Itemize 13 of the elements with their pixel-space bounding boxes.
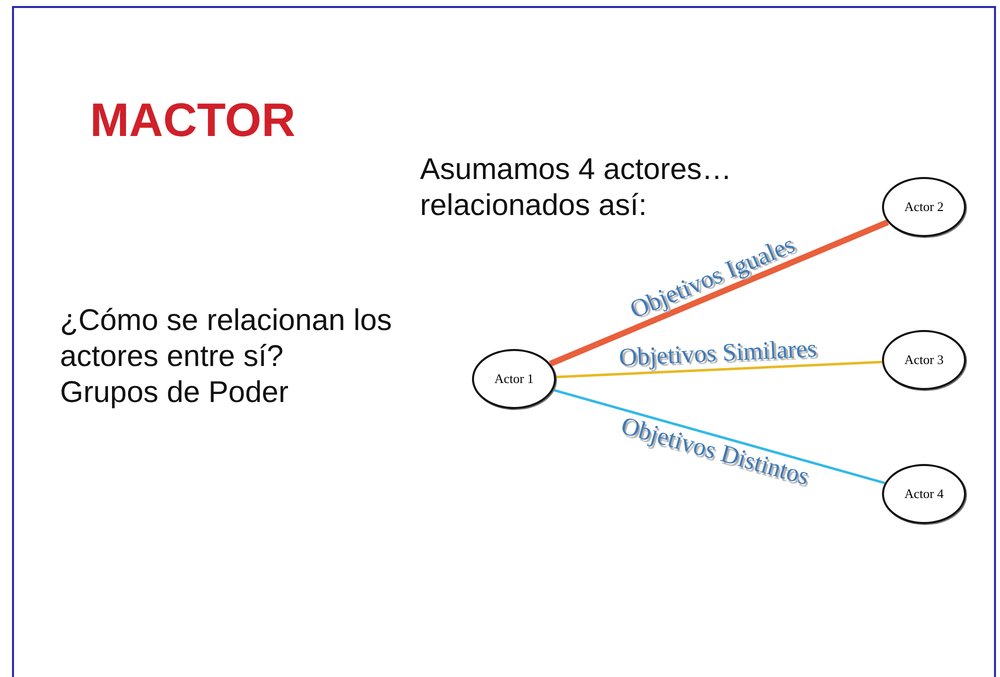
actor-ellipse: Actor 2: [882, 177, 966, 237]
text-label: Grupos de Poder: [60, 375, 290, 411]
title: MACTOR: [90, 92, 296, 147]
edge-label: Objetivos Distintos: [618, 412, 812, 492]
connector-line: [549, 219, 889, 367]
connector-line: [556, 360, 882, 378]
connector-line: [552, 388, 886, 484]
actor-ellipse: Actor 3: [882, 330, 966, 390]
edge-label: Objetivos Similares: [618, 334, 818, 372]
actor-ellipse: Actor 4: [882, 464, 966, 524]
actor-ellipse: Actor 1: [472, 349, 556, 409]
text-label: Asumamos 4 actores… relacionados así:: [420, 152, 733, 224]
text-label: ¿Cómo se relacionan los actores entre sí?: [60, 303, 393, 375]
